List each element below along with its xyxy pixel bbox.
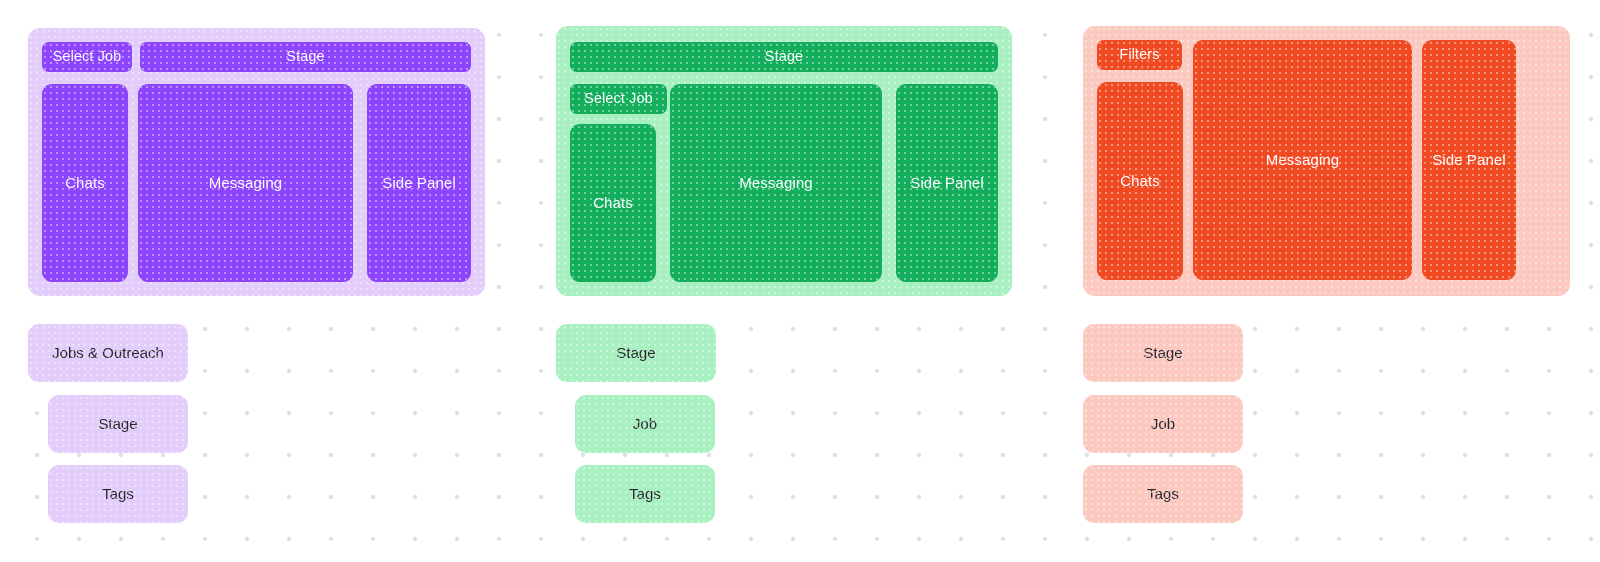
- green-chats-panel[interactable]: Chats: [570, 124, 656, 282]
- red-chats-panel[interactable]: Chats: [1097, 82, 1183, 280]
- chip-stage-purple[interactable]: Stage: [48, 395, 188, 453]
- chip-stage-red[interactable]: Stage: [1083, 324, 1243, 382]
- chip-jobs-outreach-purple[interactable]: Jobs & Outreach: [28, 324, 188, 382]
- chip-job-green[interactable]: Job: [575, 395, 715, 453]
- purple-messaging-panel[interactable]: Messaging: [138, 84, 353, 282]
- green-side-panel[interactable]: Side Panel: [896, 84, 998, 282]
- chip-tags-purple[interactable]: Tags: [48, 465, 188, 523]
- green-messaging-panel[interactable]: Messaging: [670, 84, 882, 282]
- purple-workspace: Select Job Stage Chats Messaging Side Pa…: [28, 28, 485, 296]
- green-workspace: Stage Select Job Chats Messaging Side Pa…: [556, 26, 1012, 296]
- chip-job-red[interactable]: Job: [1083, 395, 1243, 453]
- chip-tags-green[interactable]: Tags: [575, 465, 715, 523]
- green-stage-bar[interactable]: Stage: [570, 42, 998, 72]
- purple-chats-panel[interactable]: Chats: [42, 84, 128, 282]
- red-workspace: Filters Chats Messaging Side Panel: [1083, 26, 1570, 296]
- chip-tags-red[interactable]: Tags: [1083, 465, 1243, 523]
- green-select-job-button[interactable]: Select Job: [570, 84, 667, 114]
- purple-select-job-button[interactable]: Select Job: [42, 42, 132, 72]
- purple-stage-bar[interactable]: Stage: [140, 42, 471, 72]
- red-side-panel[interactable]: Side Panel: [1422, 40, 1516, 280]
- red-filters-button[interactable]: Filters: [1097, 40, 1182, 70]
- chip-stage-green[interactable]: Stage: [556, 324, 716, 382]
- purple-side-panel[interactable]: Side Panel: [367, 84, 471, 282]
- red-messaging-panel[interactable]: Messaging: [1193, 40, 1412, 280]
